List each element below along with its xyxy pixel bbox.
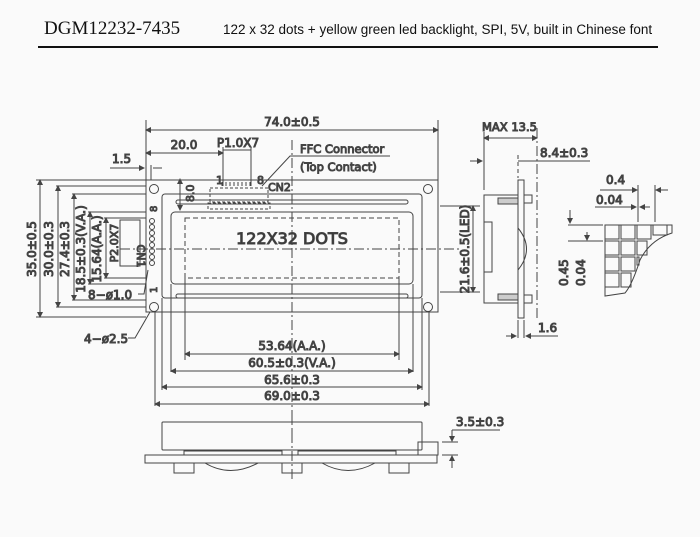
dim-max-thickness: MAX 13.5 xyxy=(482,120,537,134)
dim-overall-width: 74.0±0.5 xyxy=(264,115,320,129)
dim-height-27: 27.4±0.3 xyxy=(58,221,72,277)
cn2-pin8-label: 8 xyxy=(257,174,264,187)
dim-cn2-pitch: P1.0X7 xyxy=(217,136,259,150)
dim-height-va: 18.5±0.3(V.A.) xyxy=(74,205,88,293)
product-description: 122 x 32 dots + yellow green led backlig… xyxy=(223,22,653,37)
dim-bottom-thickness: 3.5±0.3 xyxy=(456,415,504,429)
front-view xyxy=(36,120,480,440)
mount-holes-label: 4−ø2.5 xyxy=(84,332,128,346)
cn1-pin1-label: 1 xyxy=(149,287,160,293)
dim-height-total: 35.0±0.5 xyxy=(25,221,39,277)
dim-width-69: 69.0±0.3 xyxy=(264,389,320,403)
title-bar: DGM12232-7435 122 x 32 dots + yellow gre… xyxy=(38,18,658,48)
cn1-pin8-label: 8 xyxy=(149,206,160,212)
dim-width-va: 60.5±0.3(V.A.) xyxy=(248,356,336,370)
dot-detail xyxy=(567,185,673,297)
dim-pcb-thickness: 1.6 xyxy=(538,321,557,335)
dim-cn2-height: 8.0 xyxy=(184,185,197,203)
dim-dot-height: 0.45 xyxy=(557,259,571,286)
dim-led-height: 21.6±0.5(LED) xyxy=(458,205,472,294)
dim-height-aa: 15.64(A.A.) xyxy=(90,215,104,282)
model-number: DGM12232-7435 xyxy=(44,18,181,39)
pin-holes-label: 8−ø1.0 xyxy=(88,288,132,302)
dim-height-30: 30.0±0.3 xyxy=(42,221,56,277)
dim-conn-offset: 20.0 xyxy=(171,138,198,152)
cn1-label: CN1 xyxy=(134,245,147,268)
cn1-pins xyxy=(149,218,155,266)
display-text: 122X32 DOTS xyxy=(236,229,348,248)
cn2-pin1-label: 1 xyxy=(216,174,223,187)
dim-thickness-8-4: 8.4±0.3 xyxy=(540,146,588,160)
bottom-view xyxy=(144,415,500,482)
ffc-contact-label: (Top Contact) xyxy=(300,160,377,174)
dim-edge-offset: 1.5 xyxy=(112,152,131,166)
cn2-label: CN2 xyxy=(268,181,291,194)
ffc-label: FFC Connector xyxy=(300,142,385,156)
dim-dot-width: 0.4 xyxy=(606,173,625,187)
side-view xyxy=(470,128,590,339)
dim-width-65: 65.6±0.3 xyxy=(264,373,320,387)
dim-width-aa: 53.64(A.A.) xyxy=(258,339,325,353)
dim-gap-width: 0.04 xyxy=(596,193,623,207)
dim-gap-height: 0.04 xyxy=(574,259,588,286)
dim-cn1-pitch: P2.0X7 xyxy=(108,224,121,263)
